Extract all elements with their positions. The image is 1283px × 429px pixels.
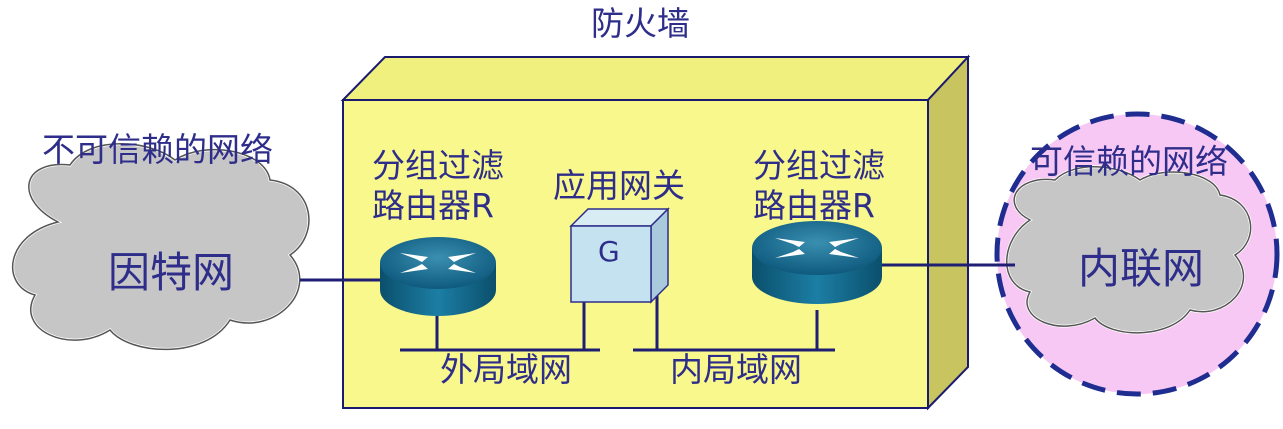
internet-cloud	[11, 142, 311, 351]
gateway-g-label: G	[598, 235, 620, 268]
untrusted-network-label: 不可信赖的网络	[42, 130, 273, 169]
right-router-label: 分组过滤 路由器R	[753, 146, 885, 225]
firewall-title: 防火墙	[591, 4, 690, 43]
intranet-cloud	[1005, 165, 1252, 335]
gateway-label: 应用网关	[553, 166, 685, 205]
inner-lan-label: 内局域网	[670, 350, 802, 389]
right-router-icon	[752, 221, 882, 304]
gateway-box-icon	[569, 207, 670, 304]
intranet-label: 内联网	[1078, 244, 1205, 293]
left-router-label: 分组过滤 路由器R	[372, 146, 504, 225]
outer-lan-label: 外局域网	[440, 350, 572, 389]
left-router-icon	[380, 237, 496, 316]
trusted-network-label: 可信赖的网络	[1030, 142, 1228, 181]
internet-label: 因特网	[108, 248, 235, 297]
network-links	[300, 263, 1015, 352]
